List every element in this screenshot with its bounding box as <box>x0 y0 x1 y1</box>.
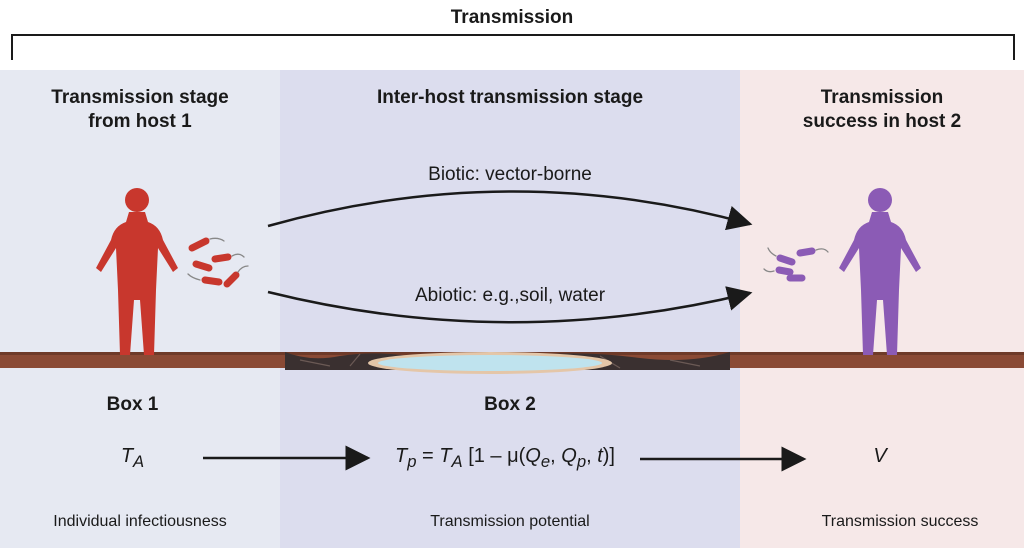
biotic-arrow <box>267 190 753 231</box>
caption-transmission-potential: Transmission potential <box>430 513 590 530</box>
formula-ta: TA <box>120 445 145 471</box>
host2-figure <box>839 188 921 355</box>
biotic-route-label: Biotic: vector-borne <box>428 164 592 185</box>
stage-title-host2: Transmission success in host 2 <box>802 87 962 132</box>
formula-tp: Tp = TA [1 – μ(Qe, Qp, t)] <box>395 445 615 471</box>
box2-label: Box 2 <box>484 394 536 415</box>
stage-title-inter-host: Inter-host transmission stage <box>376 87 644 108</box>
transmission-bracket <box>11 34 1015 60</box>
box1-label: Box 1 <box>106 394 159 415</box>
caption-individual-infectiousness: Individual infectiousness <box>53 513 227 530</box>
transmission-header: Transmission <box>450 7 574 28</box>
stage-title-host1: Transmission stage from host 1 <box>51 87 229 132</box>
caption-transmission-success: Transmission success <box>821 513 979 530</box>
host1-figure <box>96 188 178 355</box>
panel-host1 <box>0 70 280 548</box>
abiotic-arrow <box>267 286 753 324</box>
ground-strip <box>0 352 1024 374</box>
host2-bacteria <box>763 247 829 282</box>
abiotic-route-label: Abiotic: e.g.,soil, water <box>414 285 606 306</box>
host1-bacteria <box>187 237 249 288</box>
formula-v: V <box>873 445 887 467</box>
